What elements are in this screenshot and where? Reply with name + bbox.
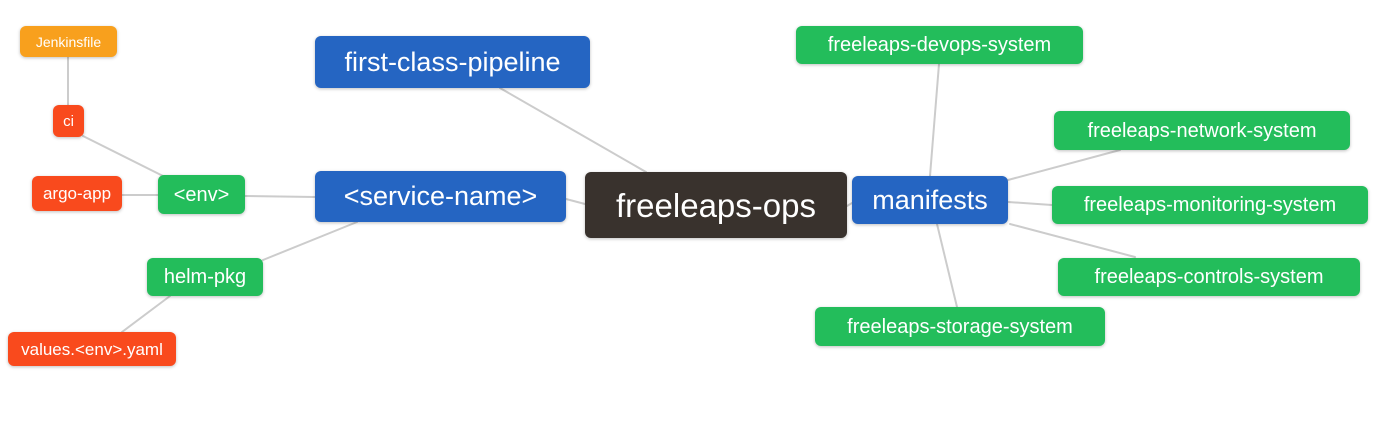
node-devops-system[interactable]: freeleaps-devops-system [796,26,1083,64]
node-label: values.<env>.yaml [21,339,163,359]
node-label: Jenkinsfile [35,33,102,50]
edge-service-name-freeleaps-ops [565,198,586,205]
node-controls-system[interactable]: freeleaps-controls-system [1058,258,1360,296]
edge-first-class-pipeline-freeleaps-ops [499,87,647,173]
node-storage-system[interactable]: freeleaps-storage-system [815,307,1105,346]
node-env[interactable]: <env> [158,175,245,214]
node-label: freeleaps-controls-system [1094,266,1324,288]
edge-env-service-name [244,195,316,198]
node-label: <service-name> [343,181,538,211]
node-first-class-pipeline[interactable]: first-class-pipeline [315,36,590,88]
node-label: ci [63,112,74,130]
edge-manifests-storage-system [936,223,958,308]
node-network-system[interactable]: freeleaps-network-system [1054,111,1350,150]
node-label: freeleaps-network-system [1087,119,1317,142]
node-label: first-class-pipeline [344,46,561,77]
node-label: freeleaps-devops-system [827,34,1052,56]
edge-manifests-monitoring-system [1007,201,1053,206]
edge-manifests-controls-system [1009,223,1136,258]
edge-manifests-devops-system [929,63,940,177]
node-label: argo-app [42,184,112,203]
node-values-env-yaml[interactable]: values.<env>.yaml [8,332,176,366]
node-argo-app[interactable]: argo-app [32,176,122,211]
node-label: freeleaps-ops [616,186,816,224]
node-label: manifests [872,184,988,215]
node-label: <env> [173,183,230,206]
node-manifests[interactable]: manifests [852,176,1008,224]
node-label: helm-pkg [163,266,247,288]
edge-manifests-network-system [1007,149,1121,181]
node-label: freeleaps-monitoring-system [1083,194,1337,216]
node-helm-pkg[interactable]: helm-pkg [147,258,263,296]
edge-service-name-helm-pkg [262,221,358,261]
node-jenkinsfile[interactable]: Jenkinsfile [20,26,117,57]
edge-helm-pkg-values-env-yaml [121,295,171,333]
node-freeleaps-ops[interactable]: freeleaps-ops [585,172,847,238]
edge-ci-env [82,135,166,178]
edge-freeleaps-ops-manifests [846,202,853,207]
node-monitoring-system[interactable]: freeleaps-monitoring-system [1052,186,1368,224]
node-service-name[interactable]: <service-name> [315,171,566,222]
node-ci[interactable]: ci [53,105,84,137]
node-label: freeleaps-storage-system [847,315,1073,338]
